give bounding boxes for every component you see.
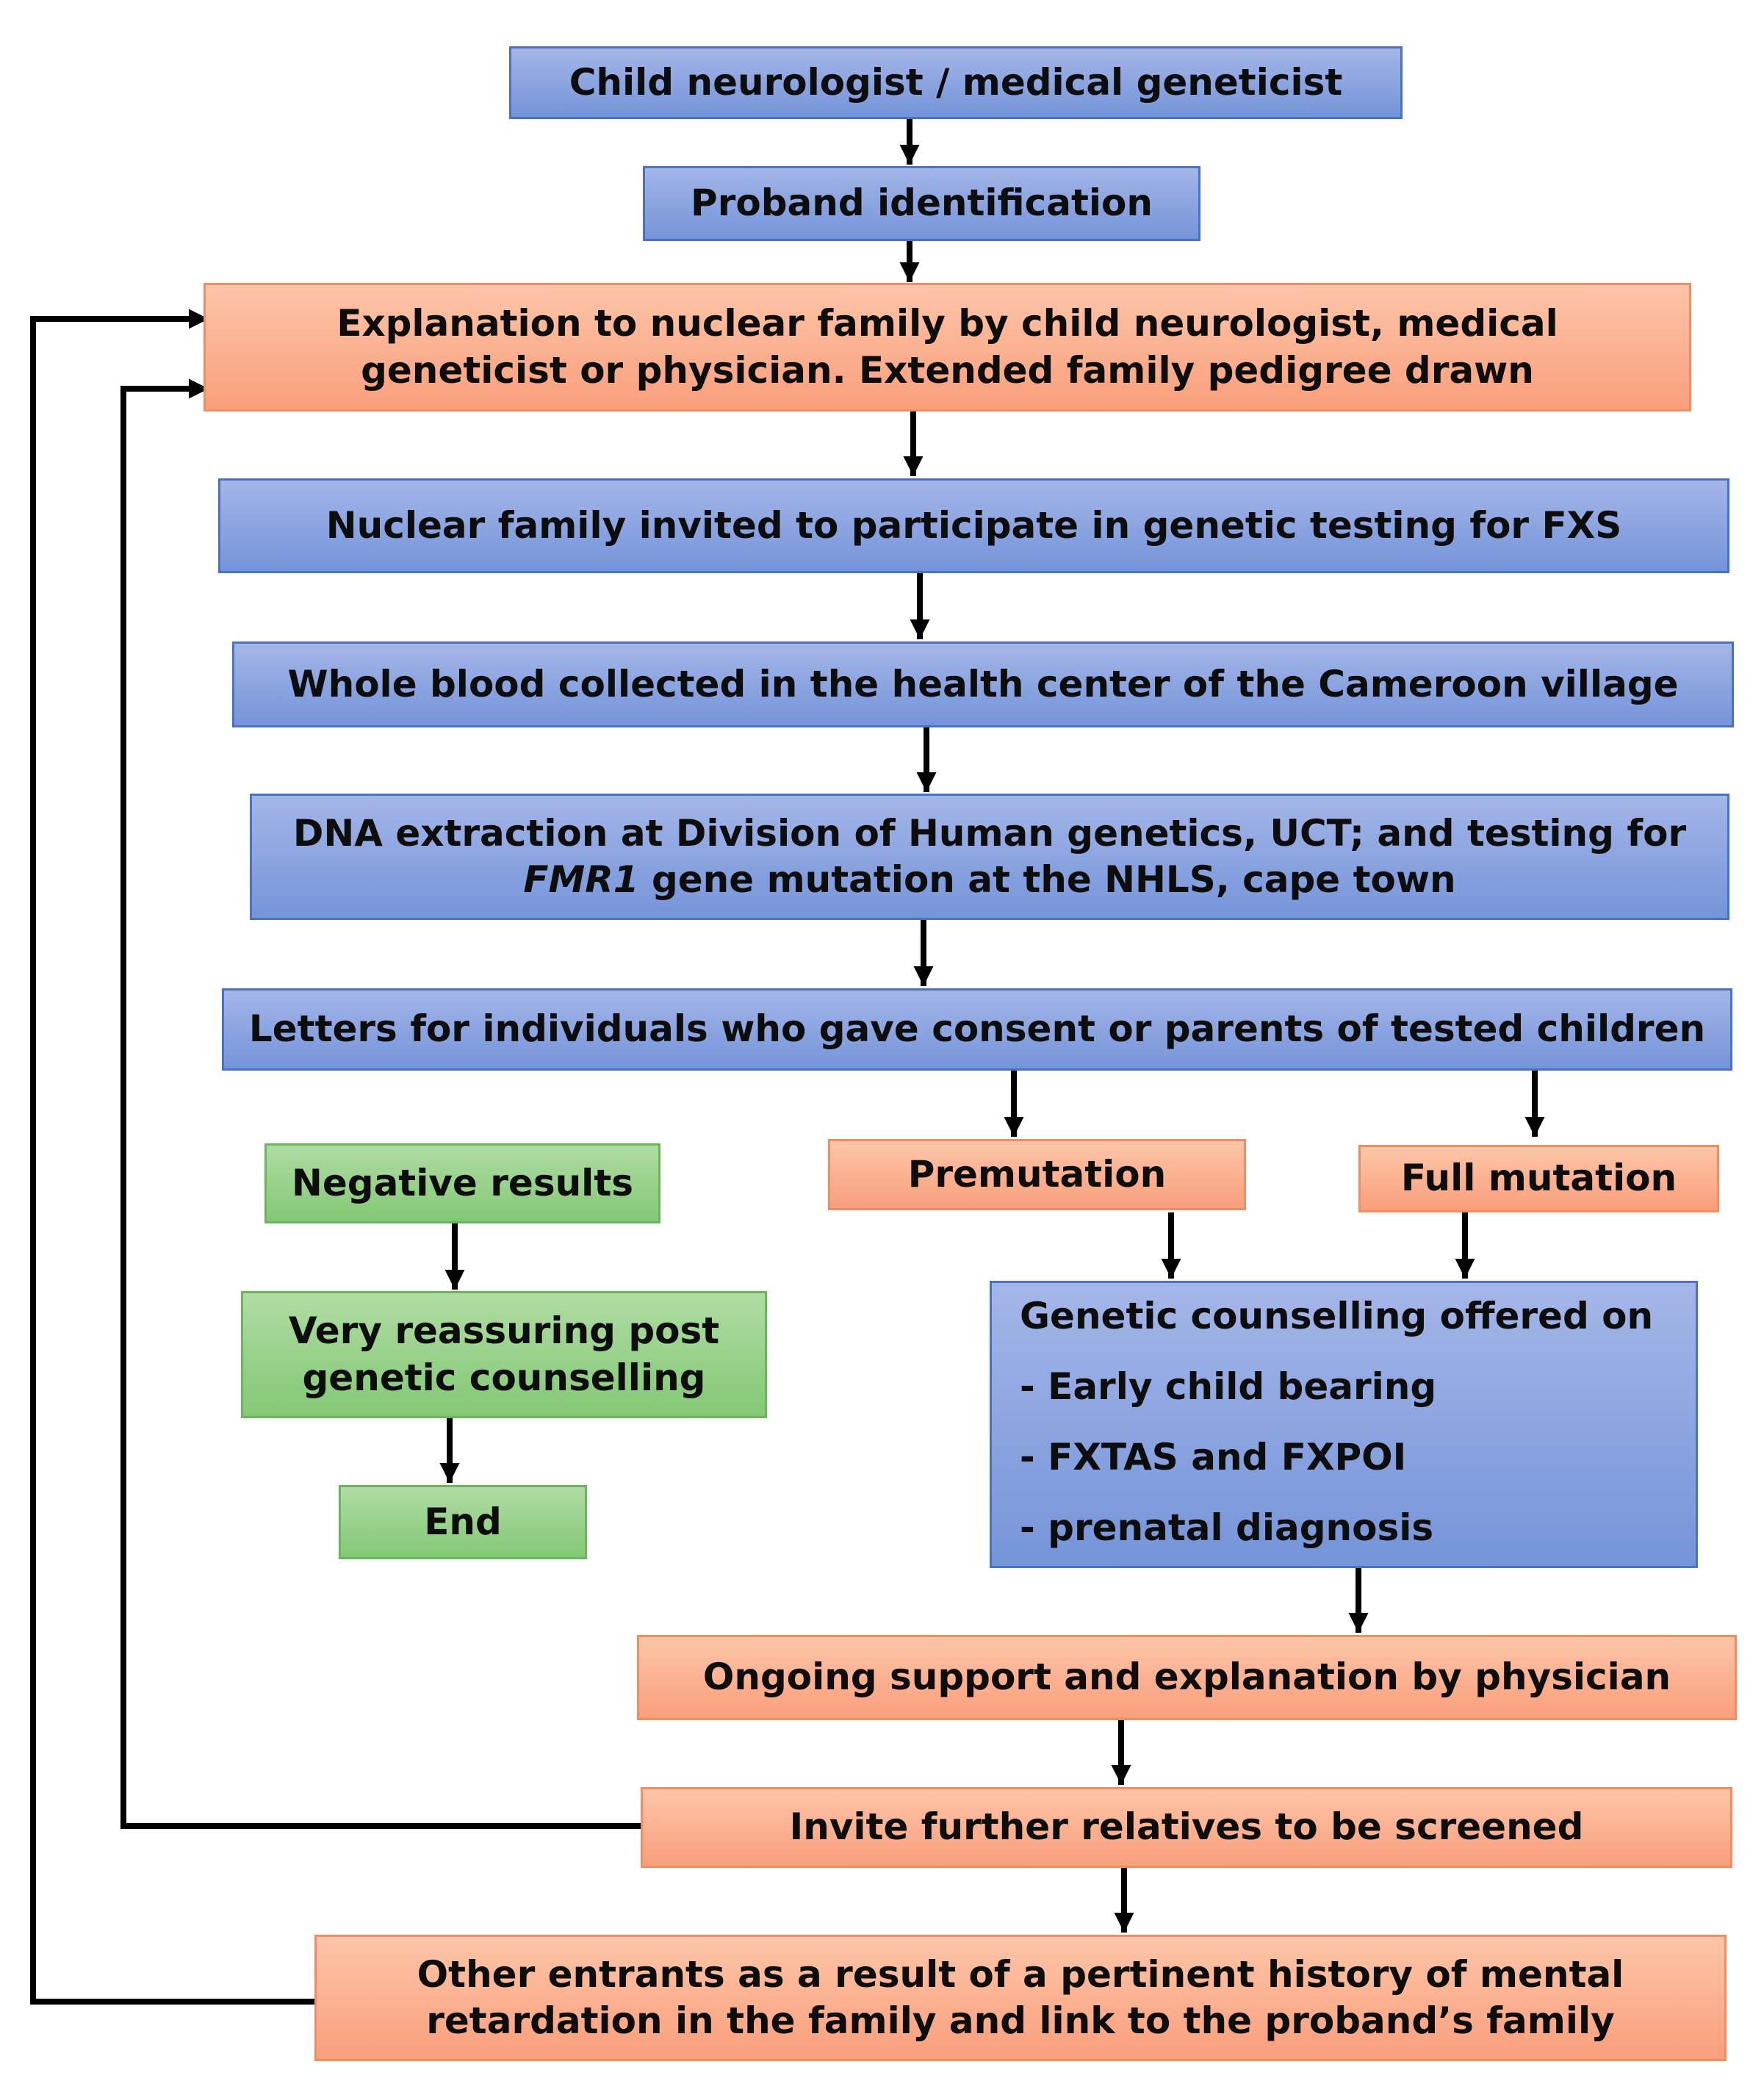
node-text: Child neurologist / medical geneticist — [569, 60, 1343, 104]
counselling-heading: Genetic counselling offered on — [1020, 1295, 1654, 1337]
node-text-line2: genetic counselling — [302, 1356, 706, 1399]
node-dna-extraction: DNA extraction at Division of Human gene… — [250, 794, 1729, 920]
node-text: Full mutation — [1400, 1157, 1677, 1200]
node-text: Nuclear family invited to participate in… — [325, 503, 1622, 547]
node-text-line1: Other entrants as a result of a pertinen… — [417, 1952, 1624, 1996]
node-nuclear-family-invited: Nuclear family invited to participate in… — [218, 478, 1729, 573]
node-other-entrants: Other entrants as a result of a pertinen… — [314, 1935, 1727, 2061]
node-text: End — [424, 1500, 502, 1543]
node-text: Whole blood collected in the health cent… — [287, 662, 1679, 705]
node-text: Invite further relatives to be screened — [789, 1805, 1584, 1849]
node-text: Negative results — [292, 1161, 633, 1204]
node-negative-results: Negative results — [264, 1143, 660, 1223]
counselling-item-prenatal-diagnosis: - prenatal diagnosis — [1020, 1506, 1434, 1549]
feedback-invite-to-explanation — [120, 378, 641, 1829]
node-text: Ongoing support and explanation by physi… — [702, 1656, 1671, 1699]
node-text: Premutation — [907, 1152, 1167, 1196]
gene-name: FMR1 — [523, 858, 639, 901]
node-text: Proband identification — [691, 181, 1153, 225]
node-invite-relatives: Invite further relatives to be screened — [641, 1787, 1732, 1868]
node-very-reassuring: Very reassuring post genetic counselling — [241, 1291, 767, 1418]
node-premutation: Premutation — [828, 1139, 1246, 1210]
node-text-line2-rest: gene mutation at the NHLS, cape town — [638, 858, 1456, 901]
node-text-line2: geneticist or physician. Extended family… — [361, 348, 1534, 392]
node-text-line1: Explanation to nuclear family by child n… — [336, 302, 1558, 345]
node-ongoing-support: Ongoing support and explanation by physi… — [637, 1635, 1737, 1720]
node-text-line1: Very reassuring post — [288, 1309, 720, 1352]
node-explanation: Explanation to nuclear family by child n… — [204, 283, 1691, 411]
node-proband-identification: Proband identification — [643, 166, 1200, 241]
node-text-line2: retardation in the family and link to th… — [426, 1999, 1615, 2042]
node-genetic-counselling: Genetic counselling offered on - Early c… — [990, 1281, 1698, 1568]
node-child-neurologist: Child neurologist / medical geneticist — [509, 46, 1403, 119]
node-end: End — [339, 1485, 587, 1559]
node-letters: Letters for individuals who gave consent… — [222, 988, 1732, 1071]
node-text-line2: FMR1 gene mutation at the NHLS, cape tow… — [523, 857, 1455, 904]
feedback-other-entrants-to-explanation — [30, 309, 314, 2005]
counselling-item-fxtas-fxpoi: - FXTAS and FXPOI — [1020, 1436, 1407, 1478]
node-whole-blood-collected: Whole blood collected in the health cent… — [232, 641, 1734, 727]
counselling-item-early-child-bearing: - Early child bearing — [1020, 1365, 1437, 1408]
node-text: Letters for individuals who gave consent… — [248, 1007, 1706, 1051]
node-full-mutation: Full mutation — [1358, 1145, 1719, 1212]
node-text-line1: DNA extraction at Division of Human gene… — [292, 811, 1687, 855]
